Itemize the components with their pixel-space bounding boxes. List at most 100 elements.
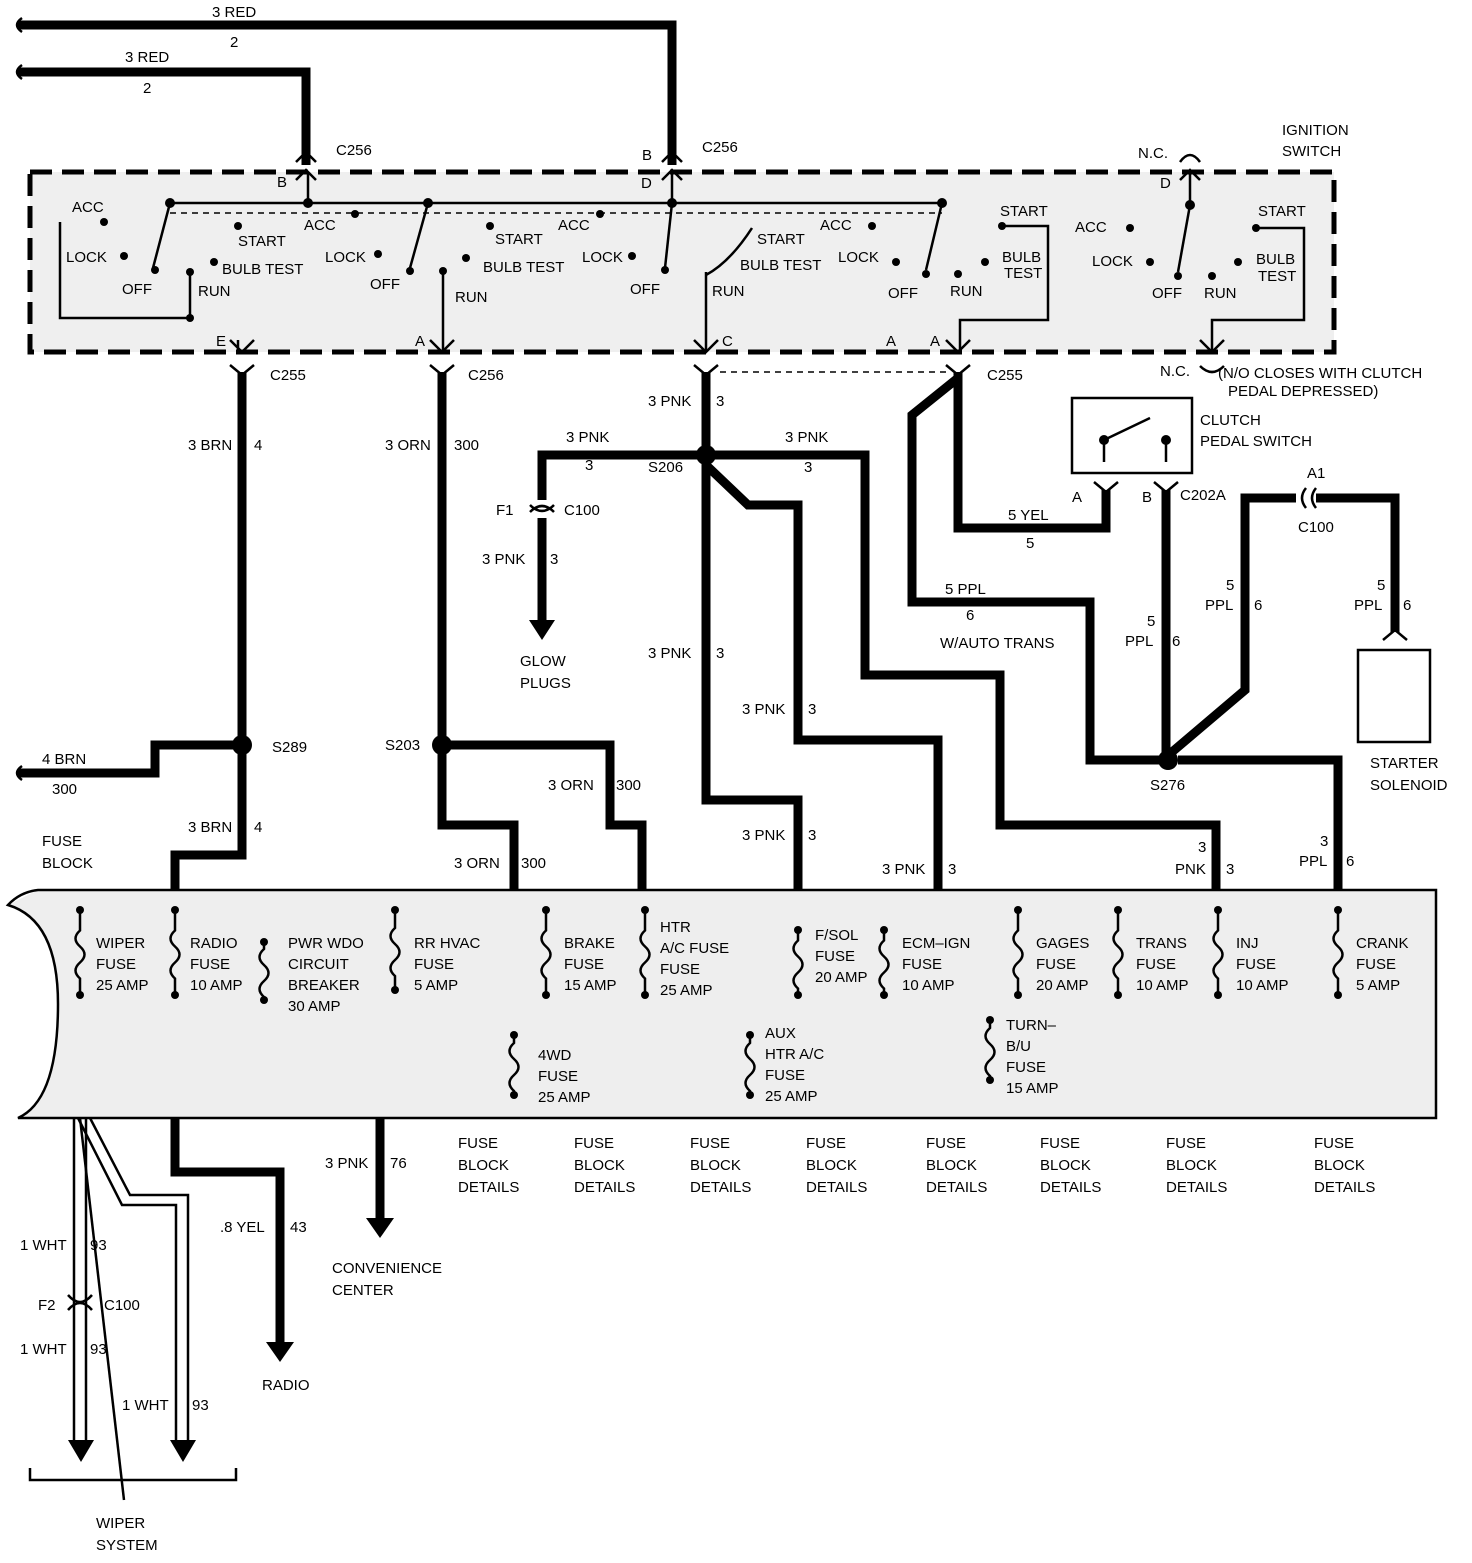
fuse-terminal [1114, 906, 1122, 914]
sw5-bulb: BULB [1256, 251, 1295, 268]
sw5-off: OFF [1152, 285, 1182, 302]
glow-1: GLOW [520, 653, 567, 670]
pnk-size: 3 [1198, 839, 1206, 856]
splice-s203 [432, 735, 452, 755]
wht-label-2: 1 WHT [20, 1341, 67, 1358]
wht-num-2: 93 [90, 1341, 107, 1358]
nc-top: N.C. [1138, 145, 1168, 162]
sw3-start: START [757, 231, 805, 248]
term-a1: A1 [1307, 465, 1325, 482]
pnk-label-4: 3 PNK [482, 551, 525, 568]
starter-2: SOLENOID [1370, 777, 1448, 794]
term-d: D [641, 175, 652, 192]
sw1-start: START [238, 233, 286, 250]
sw4-acc: ACC [820, 217, 852, 234]
sw3-lock: LOCK [582, 249, 623, 266]
ign-title-1: IGNITION [1282, 122, 1349, 139]
splice-s206-label: S206 [648, 459, 683, 476]
term-a2: A [886, 333, 896, 350]
ppl3-color: PPL [1299, 853, 1327, 870]
sw4-run: RUN [950, 283, 983, 300]
fuse-symbol [1112, 910, 1124, 995]
brn4-label: 4 BRN [42, 751, 86, 768]
pnk-color: PNK [1175, 861, 1206, 878]
fuse-terminal [746, 1091, 754, 1099]
nc-bottom: N.C. [1160, 363, 1190, 380]
fuse-symbol [258, 942, 270, 1000]
fuse-block-title-2: BLOCK [42, 855, 93, 872]
splice-s206 [696, 445, 716, 465]
fuse-terminal [260, 938, 268, 946]
fuse-symbol [1212, 910, 1224, 995]
fuse-terminal [1334, 991, 1342, 999]
brn-label-2: 3 BRN [188, 819, 232, 836]
orn-num: 300 [454, 437, 479, 454]
fuse-terminal [794, 991, 802, 999]
fuse-terminal [1214, 991, 1222, 999]
sw2-acc: ACC [304, 217, 336, 234]
wht-label-1: 1 WHT [20, 1237, 67, 1254]
sw5-run: RUN [1204, 285, 1237, 302]
sw2-start: START [495, 231, 543, 248]
wire-red-1: 3 RED [212, 4, 256, 21]
ppl-color-a: PPL [1205, 597, 1233, 614]
wht-num-1: 93 [90, 1237, 107, 1254]
conv-2: CENTER [332, 1282, 394, 1299]
term-b-clutch: B [1142, 489, 1152, 506]
sw4-lock: LOCK [838, 249, 879, 266]
fuse-symbol [792, 930, 804, 995]
fuse-symbol [508, 1035, 520, 1095]
yel-radio-num: 43 [290, 1219, 307, 1236]
sw3-acc: ACC [558, 217, 590, 234]
sw1-acc: ACC [72, 199, 104, 216]
ppl-size-b: 5 [1147, 613, 1155, 630]
pnk-label-6: 3 PNK [742, 701, 785, 718]
fuse-terminal [880, 926, 888, 934]
clutch-note-1: (N/O CLOSES WITH CLUTCH [1218, 365, 1422, 382]
ppl-size-c: 5 [1377, 577, 1385, 594]
fuse-symbol [878, 930, 890, 995]
output-wires [28, 1117, 394, 1501]
fuse-terminal [1334, 906, 1342, 914]
red-wires [15, 16, 1202, 181]
brn4-num: 300 [52, 781, 77, 798]
fuse-symbol [744, 1035, 756, 1095]
fuse-terminal [880, 991, 888, 999]
pnk-label-8: 3 PNK [882, 861, 925, 878]
fuse-terminal [171, 991, 179, 999]
clutch-2: PEDAL SWITCH [1200, 433, 1312, 450]
fuse-terminal [986, 1016, 994, 1024]
fuse-terminal [542, 906, 550, 914]
ppl3-size: 3 [1320, 833, 1328, 850]
pnk-label-3: 3 PNK [785, 429, 828, 446]
glow-2: PLUGS [520, 675, 571, 692]
fuse-terminal [794, 926, 802, 934]
ppl3-num: 6 [1346, 853, 1354, 870]
wiper-system-2: SYSTEM [96, 1537, 158, 1554]
fuse-terminal [391, 906, 399, 914]
fuse-symbol [74, 910, 86, 995]
fuse-terminal [746, 1031, 754, 1039]
ppl-num-b: 6 [1172, 633, 1180, 650]
conn-c100-a: C100 [564, 502, 600, 519]
conn-c255-b: C255 [987, 367, 1023, 384]
ppl-color-b: PPL [1125, 633, 1153, 650]
orn-num-3: 300 [521, 855, 546, 872]
orn-label: 3 ORN [385, 437, 431, 454]
